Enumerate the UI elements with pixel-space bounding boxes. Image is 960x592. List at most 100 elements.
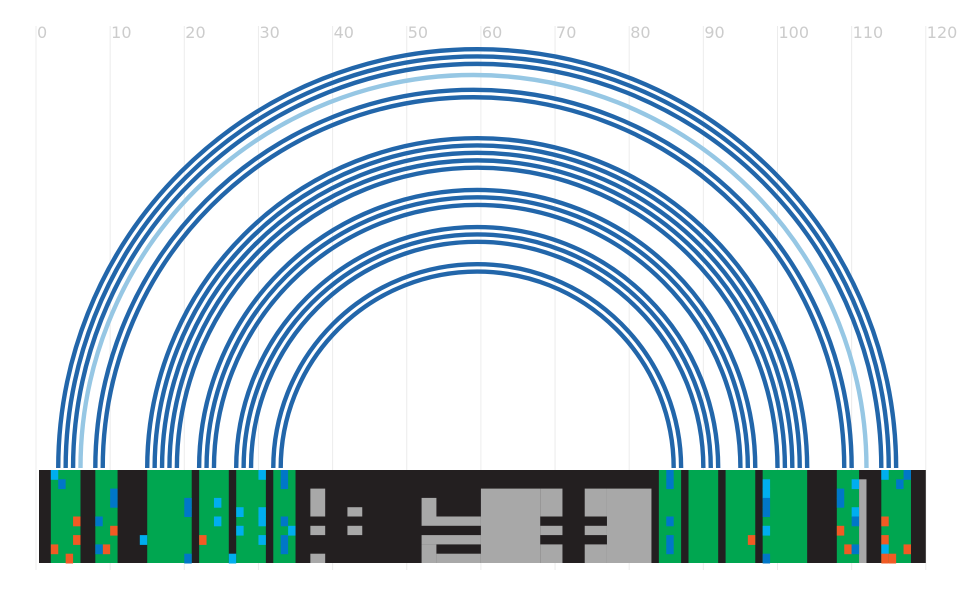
accent-cell [73,535,81,545]
unpaired-block [480,488,541,563]
accent-cell [65,553,74,564]
accent-cell [881,544,889,555]
arc [167,158,788,469]
arc [211,203,743,469]
accent-cell [836,525,845,536]
paired-segment [688,470,719,563]
accent-cell [280,535,289,545]
accent-cell [903,470,911,480]
accent-cell [258,516,266,527]
accent-cell [851,507,860,517]
accent-cell [139,535,148,545]
accent-cell [95,544,103,555]
accent-cell [888,553,897,564]
accent-cell [851,516,860,527]
arc [204,195,751,469]
tick-label: 20 [185,23,205,42]
accent-cell [280,479,289,490]
accent-cell [747,535,756,545]
unpaired-block [421,497,437,517]
unpaired-block [436,553,481,563]
accent-cell [50,544,59,555]
accent-cell [110,497,118,508]
accent-cell [836,488,845,499]
accent-cell [258,470,266,480]
accent-cell [836,497,845,508]
gap-bar [859,479,867,563]
accent-cell [236,525,244,536]
accent-cell [666,470,674,480]
tick-label: 30 [259,23,279,42]
accent-cell [184,507,192,517]
tick-label: 80 [630,23,650,42]
tick-label: 0 [37,23,47,42]
accent-cell [110,525,118,536]
sequence-track [39,470,926,564]
unpaired-block [421,544,437,563]
accent-cell [762,525,771,536]
accent-cell [184,553,192,564]
unpaired-block [347,507,363,517]
unpaired-block [310,525,326,536]
accent-cell [881,535,889,545]
unpaired-block [310,553,326,563]
arc [248,240,706,469]
accent-cell [896,479,904,490]
tick-label: 120 [927,23,958,42]
paired-segment [725,470,756,563]
arc [159,151,795,469]
accent-cell [881,516,889,527]
accent-cell [280,516,289,527]
arc-series [56,47,899,469]
accent-cell [762,479,771,490]
arc [145,135,810,469]
accent-cell [851,479,860,490]
unpaired-block [421,516,481,526]
arc [241,232,713,469]
arc [93,87,854,469]
accent-cell [762,497,771,508]
accent-cell [844,544,852,555]
unpaired-block [421,535,481,545]
accent-cell [199,535,207,545]
accent-cell [102,544,111,555]
accent-cell [288,525,296,536]
tick-label: 90 [704,23,724,42]
tick-label: 100 [779,23,810,42]
unpaired-block [584,525,607,536]
unpaired-block [606,488,652,563]
arc [271,262,684,469]
tick-label: 60 [482,23,502,42]
arc [234,225,721,469]
accent-cell [903,544,911,555]
arc [174,165,780,469]
accent-cell [236,507,244,517]
accent-cell [762,507,771,517]
accent-cell [762,488,771,499]
accent-cell [666,544,674,555]
tick-label: 110 [853,23,884,42]
accent-cell [881,470,889,480]
unpaired-block [584,544,607,563]
arc [196,188,758,469]
arc [56,47,899,469]
accent-cell [184,497,192,508]
unpaired-block [310,488,326,517]
unpaired-block [540,488,563,517]
accent-cell [762,553,771,564]
accent-cell [258,507,266,517]
accent-cell [666,535,674,545]
accent-cell [881,553,889,564]
arc [63,54,891,469]
accent-cell [213,516,222,527]
accent-cell [228,553,237,564]
accent-cell [666,516,674,527]
accent-cell [851,544,860,555]
unpaired-block [584,488,607,517]
arc [70,61,884,469]
accent-cell [666,479,674,490]
tick-label: 70 [556,23,576,42]
